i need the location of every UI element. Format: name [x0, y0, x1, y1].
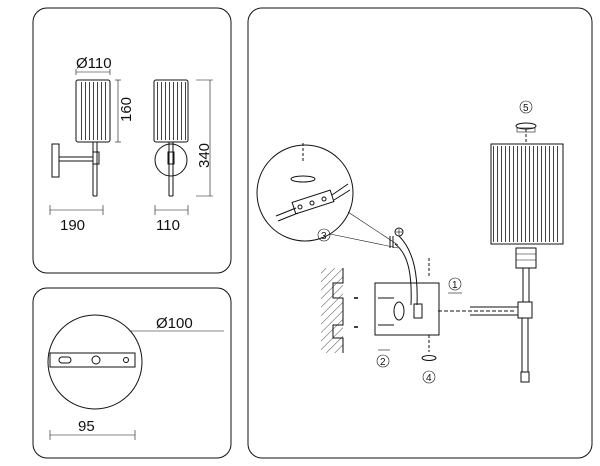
panel-mounting-plate: Ø100 95: [32, 287, 232, 459]
svg-text:4: 4: [426, 373, 432, 384]
step-3-marker: [317, 228, 331, 242]
wiring-detail-bubble: 3: [256, 143, 399, 249]
lock-nut: [421, 355, 437, 361]
dim-shade-height: 160: [118, 97, 135, 122]
arm-joint: [517, 301, 533, 319]
step-2-marker: [376, 354, 390, 368]
panel-assembly: 3: [247, 7, 593, 459]
panel-frame: [247, 7, 593, 459]
dim-projection: 190: [60, 217, 85, 234]
dim-hole-spacing: 95: [78, 418, 95, 435]
wire: [394, 243, 412, 306]
panel-frame: [32, 287, 232, 459]
panel-dimensions: Ø110 160 190: [32, 7, 232, 274]
terminal-block: [291, 189, 335, 215]
dim-plate-diameter: Ø100: [156, 315, 193, 332]
svg-text:2: 2: [380, 357, 386, 368]
wall-plate-side: [51, 143, 60, 178]
center-hole: [91, 355, 101, 365]
panel-frame: [32, 7, 232, 274]
wire: [398, 235, 418, 306]
shade-front: [153, 79, 189, 143]
arm-joint: [92, 151, 100, 165]
nut: [290, 175, 316, 183]
slot-hole: [58, 356, 72, 364]
step-1-marker: [448, 277, 462, 291]
svg-text:3: 3: [321, 231, 327, 242]
front-view: 340 110: [153, 79, 213, 234]
dim-total-height: 340: [196, 143, 213, 168]
step-5-marker: [519, 100, 533, 114]
screw-hole: [123, 357, 129, 363]
wall: [321, 268, 358, 353]
mounting-plate-disc: [47, 314, 143, 410]
dim-shade-diameter: Ø110: [76, 55, 112, 72]
lamp-shade: [490, 143, 564, 245]
mounting-bar: [49, 352, 136, 368]
svg-text:1: 1: [452, 280, 458, 291]
wall-plate-front: [154, 143, 188, 177]
step-4-marker: [422, 370, 436, 384]
lamp-socket: [515, 247, 537, 269]
mounting-plate: [374, 282, 440, 336]
dim-plate-width: 110: [156, 217, 180, 234]
svg-text:5: 5: [523, 103, 529, 114]
side-view: Ø110 160 190: [49, 55, 135, 234]
